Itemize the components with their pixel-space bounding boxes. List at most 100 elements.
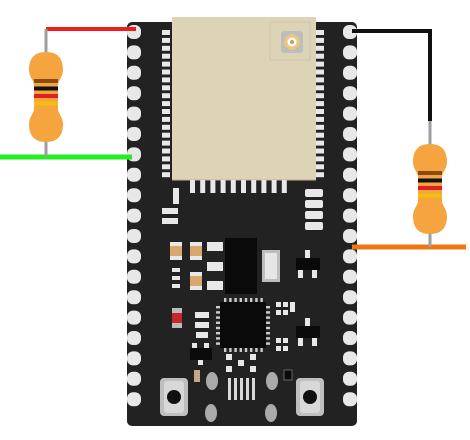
module-pad — [162, 101, 170, 107]
power-led — [172, 308, 212, 382]
module-pad — [162, 164, 170, 170]
module-pad — [230, 180, 236, 193]
module-pad — [210, 180, 216, 193]
module-pad — [316, 156, 324, 162]
smd-column — [172, 242, 223, 290]
chip-pin — [216, 326, 221, 330]
reset-button — [296, 378, 324, 416]
chip-pin — [250, 298, 253, 303]
chip-pin — [265, 326, 270, 330]
module-pad — [316, 140, 324, 146]
header-pin — [127, 167, 141, 182]
header-pin — [343, 127, 357, 141]
right-pin-header — [343, 25, 357, 407]
boot-button — [160, 378, 188, 416]
module-pad — [261, 180, 267, 193]
header-pin — [343, 45, 357, 60]
header-pin — [343, 25, 357, 39]
chip-pin — [265, 342, 270, 345]
chip-pins — [216, 298, 270, 352]
module-pad — [162, 85, 170, 91]
module-pad — [316, 164, 324, 170]
module-pad — [316, 101, 324, 107]
chip-pin — [229, 347, 232, 352]
header-pin — [127, 371, 141, 386]
module-pad — [316, 85, 324, 91]
module-pad — [316, 109, 324, 114]
header-pin — [343, 310, 357, 325]
resistor-band — [34, 101, 58, 106]
smd-parts-right — [305, 189, 323, 230]
module-pads-right — [316, 30, 324, 178]
module-pad — [316, 116, 324, 122]
module-pad — [316, 45, 324, 51]
module-pad — [241, 180, 246, 193]
transistor-upper — [296, 250, 320, 278]
chip-pin — [216, 342, 221, 345]
header-pin — [127, 249, 141, 264]
module-pad — [316, 93, 324, 99]
header-pin — [127, 127, 141, 141]
left-pin-header — [127, 25, 141, 407]
module-pad — [162, 132, 170, 138]
resistor-band — [34, 94, 58, 98]
chip-pin — [234, 347, 237, 352]
module-pad — [316, 69, 324, 75]
module-pad — [162, 77, 170, 83]
header-pin — [127, 351, 141, 366]
module-pad — [162, 148, 170, 154]
capacitors — [170, 242, 202, 290]
module-pad — [316, 53, 324, 59]
chip-pin — [250, 347, 253, 352]
module-pad — [162, 116, 170, 122]
chip-pin — [260, 347, 263, 352]
header-pin — [343, 65, 357, 80]
chip-pin — [224, 298, 227, 303]
chip-pin — [216, 311, 221, 314]
header-pin — [343, 229, 357, 243]
module-pad — [162, 109, 170, 114]
resistor-band — [34, 79, 58, 83]
header-pin — [343, 188, 357, 203]
antenna-connector-icon — [269, 21, 311, 61]
module-pad — [162, 37, 170, 43]
smd-parts-left — [162, 188, 179, 224]
header-pin — [343, 371, 357, 386]
header-pin — [343, 86, 357, 101]
chip-pin — [216, 337, 221, 340]
resistor-band — [418, 178, 442, 183]
chip-pin — [260, 298, 263, 303]
module-pad — [162, 124, 170, 130]
header-pin — [127, 86, 141, 101]
module-pad — [162, 93, 170, 99]
resistor-band — [34, 86, 58, 91]
header-pin — [127, 188, 141, 203]
module-pad — [316, 148, 324, 154]
header-pin — [343, 147, 357, 162]
header-pin — [127, 392, 141, 407]
chip-pin — [265, 332, 270, 335]
header-pin — [343, 392, 357, 407]
chip-pin — [265, 321, 270, 324]
chip-pin — [244, 298, 248, 303]
chip-pin — [255, 347, 258, 352]
module-pad — [162, 30, 170, 35]
module-pad — [162, 53, 170, 59]
header-pin — [127, 269, 141, 284]
header-pin — [343, 208, 357, 223]
module-pads-left — [162, 30, 170, 178]
transistor-lower — [296, 318, 320, 346]
module-pad — [190, 180, 195, 193]
chip-pin — [239, 347, 242, 352]
chip-pin — [216, 316, 221, 319]
header-pin — [343, 351, 357, 366]
module-pad — [200, 180, 206, 193]
resistor-band — [418, 186, 442, 190]
chip-pin — [265, 316, 270, 319]
chip-pin — [234, 298, 237, 303]
header-pin — [343, 269, 357, 284]
wire-black — [352, 29, 432, 121]
chip-pin — [224, 347, 227, 352]
chip-pin — [216, 332, 221, 335]
